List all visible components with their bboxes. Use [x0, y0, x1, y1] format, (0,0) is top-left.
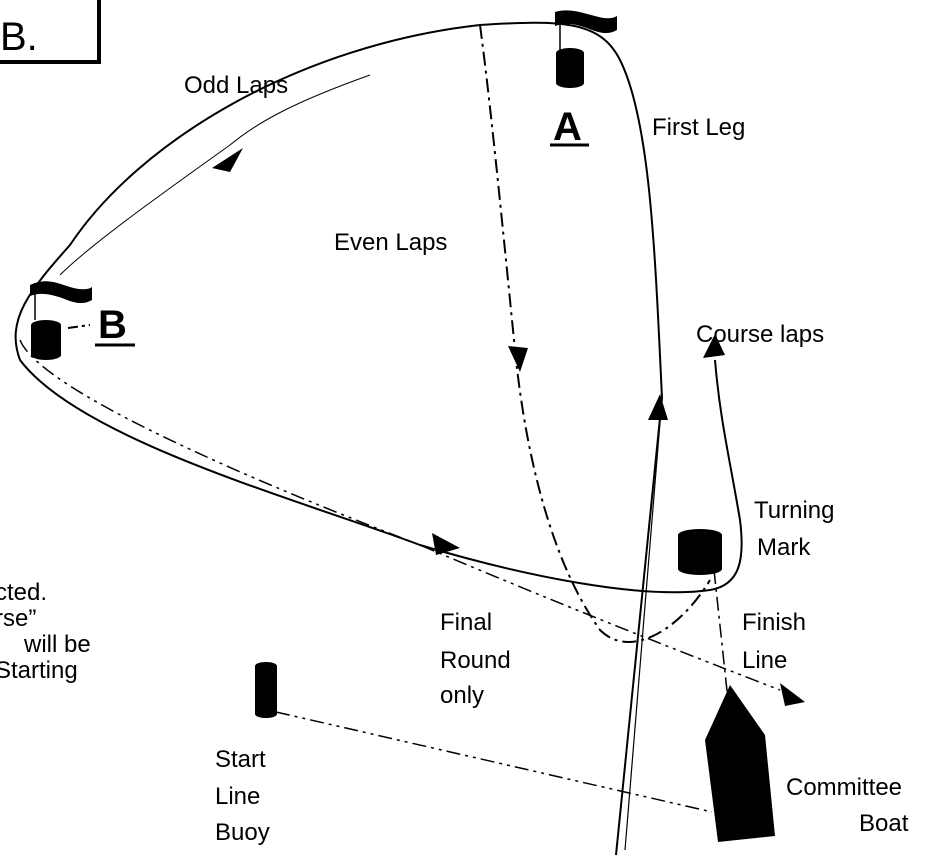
mark-b: B — [30, 281, 135, 360]
final-round-label-line-1: Final — [440, 609, 492, 636]
committee-boat — [705, 685, 775, 842]
start-line-buoy-label-line-1: Start — [215, 746, 266, 773]
mark-a: A — [550, 10, 617, 149]
finish-line — [713, 569, 729, 701]
left-text-fragment-2: rse” — [0, 605, 36, 632]
left-text-fragment-4: Starting — [0, 657, 78, 684]
title-box: B. — [0, 0, 101, 64]
course-loop-path — [14, 21, 743, 594]
left-text-fragment-1: cted. — [0, 579, 47, 606]
start-line-buoy-label-line-3: Buoy — [215, 819, 270, 846]
finish-line-label-line-1: Finish — [742, 609, 806, 636]
mark-b-flag-icon — [30, 281, 92, 304]
even-laps-path — [479, 24, 711, 643]
finish-line-label-line-2: Line — [742, 647, 787, 674]
odd-laps-path — [59, 74, 371, 276]
title-text: B. — [0, 15, 38, 59]
final-round-label-line-3: only — [440, 682, 484, 709]
arrow-course-laps — [703, 334, 725, 358]
turning-mark-label-line-2: Mark — [757, 534, 811, 561]
start-line — [275, 711, 713, 813]
arrow-finish — [780, 683, 805, 706]
first-leg-line-2 — [624, 397, 663, 851]
mark-a-label: A — [553, 105, 582, 149]
committee-boat-label-line-2: Boat — [859, 810, 909, 837]
final-round-path — [19, 339, 781, 691]
arrow-even-laps — [508, 346, 528, 372]
even-laps-label: Even Laps — [334, 229, 447, 256]
turning-mark-label-line-1: Turning — [754, 497, 834, 524]
start-line-buoy-label-line-2: Line — [215, 783, 260, 810]
first-leg-label: First Leg — [652, 114, 745, 141]
first-leg-line — [615, 397, 663, 856]
arrow-loop-bottom — [432, 533, 460, 555]
final-round-label-line-2: Round — [440, 647, 511, 674]
odd-laps-label: Odd Laps — [184, 72, 288, 99]
left-text-fragment-3: will be — [23, 631, 91, 658]
arrow-odd-laps — [212, 148, 243, 172]
b-to-b-dash — [67, 324, 91, 329]
course-laps-label: Course laps — [696, 321, 824, 348]
turning-mark-buoy — [678, 529, 722, 575]
mark-b-label: B — [98, 303, 127, 347]
arrow-first-leg — [648, 394, 668, 420]
mark-a-flag-icon — [555, 10, 617, 34]
start-line-buoy — [255, 662, 277, 718]
committee-boat-label-line-1: Committee — [786, 774, 902, 801]
